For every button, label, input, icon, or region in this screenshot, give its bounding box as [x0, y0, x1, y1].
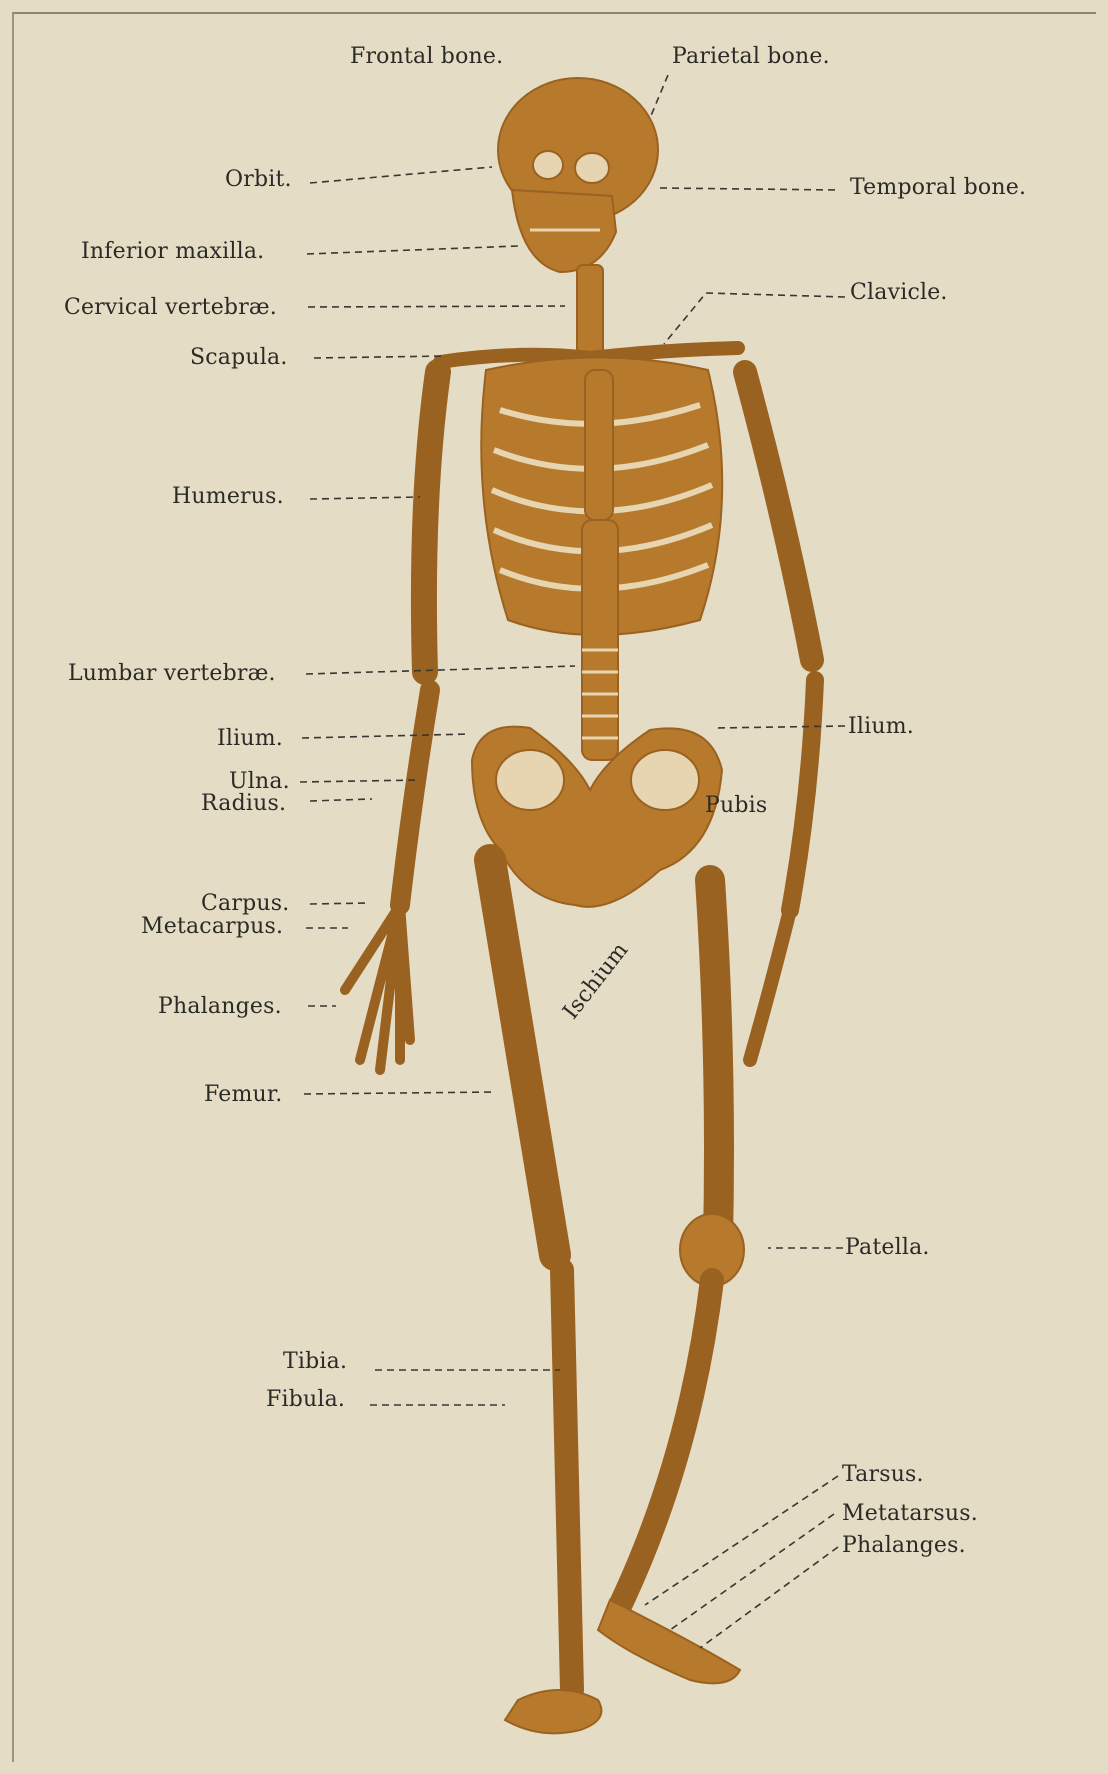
tibia-right — [618, 1280, 712, 1610]
leader-scapula — [314, 356, 446, 358]
label-lumbar-vertebrae: Lumbar vertebræ. — [68, 663, 276, 685]
leader-carpus — [310, 903, 370, 904]
humerus-left — [424, 372, 438, 672]
label-phalanges-hand: Phalanges. — [158, 996, 282, 1018]
label-scapula: Scapula. — [190, 347, 288, 369]
cervical-spine — [577, 265, 603, 355]
label-ilium-right: Ilium. — [848, 716, 914, 738]
leader-femur — [304, 1092, 496, 1094]
leader-cervical — [308, 306, 565, 307]
label-parietal-bone: Parietal bone. — [672, 46, 830, 68]
label-tarsus: Tarsus. — [842, 1464, 924, 1486]
femur-left — [490, 860, 555, 1255]
femur-right — [710, 880, 719, 1240]
label-inferior-maxilla: Inferior maxilla. — [81, 241, 264, 263]
label-fibula: Fibula. — [266, 1389, 345, 1411]
label-radius: Radius. — [201, 793, 286, 815]
label-clavicle: Clavicle. — [850, 282, 948, 304]
leader-phalanges-foot — [700, 1547, 838, 1648]
leader-humerus — [310, 497, 420, 499]
lumbar-spine — [582, 520, 618, 760]
leader-radius — [310, 799, 372, 801]
forearm-left — [400, 690, 430, 905]
forearm-right — [790, 680, 815, 910]
leader-ilium-left — [302, 734, 470, 738]
label-carpus: Carpus. — [201, 893, 289, 915]
hand-left — [345, 905, 410, 1070]
leader-ilium-right — [715, 726, 845, 728]
skeleton-illustration — [345, 78, 815, 1733]
leader-temporal — [660, 188, 838, 190]
label-phalanges-foot: Phalanges. — [842, 1535, 966, 1557]
label-patella: Patella. — [845, 1237, 930, 1259]
label-tibia: Tibia. — [283, 1351, 347, 1373]
leader-lumbar — [306, 666, 575, 674]
leader-ulna — [300, 780, 420, 782]
label-orbit: Orbit. — [225, 169, 292, 191]
label-pubis: Pubis — [705, 795, 767, 817]
leader-clavicle — [664, 293, 845, 344]
label-temporal-bone: Temporal bone. — [850, 177, 1026, 199]
label-humerus: Humerus. — [172, 486, 284, 508]
leader-parietal — [650, 75, 668, 118]
humerus-right — [745, 372, 812, 660]
leader-orbit — [310, 167, 492, 183]
label-ilium-left: Ilium. — [217, 728, 283, 750]
orbit-socket — [575, 153, 609, 183]
tibia-left — [562, 1270, 572, 1690]
ilium-wing-left — [496, 750, 564, 810]
label-metacarpus: Metacarpus. — [141, 916, 283, 938]
label-femur: Femur. — [204, 1084, 282, 1106]
leader-inferior-maxilla — [307, 246, 518, 254]
foot-right — [598, 1600, 740, 1683]
sternum — [585, 370, 613, 520]
hand-right — [750, 910, 790, 1060]
ilium-wing-right — [631, 750, 699, 810]
label-frontal-bone: Frontal bone. — [350, 46, 503, 68]
label-metatarsus: Metatarsus. — [842, 1503, 978, 1525]
foot-left — [505, 1690, 601, 1733]
label-ulna: Ulna. — [229, 771, 290, 793]
orbit-socket-left — [533, 151, 563, 179]
label-cervical-vertebrae: Cervical vertebræ. — [64, 297, 277, 319]
